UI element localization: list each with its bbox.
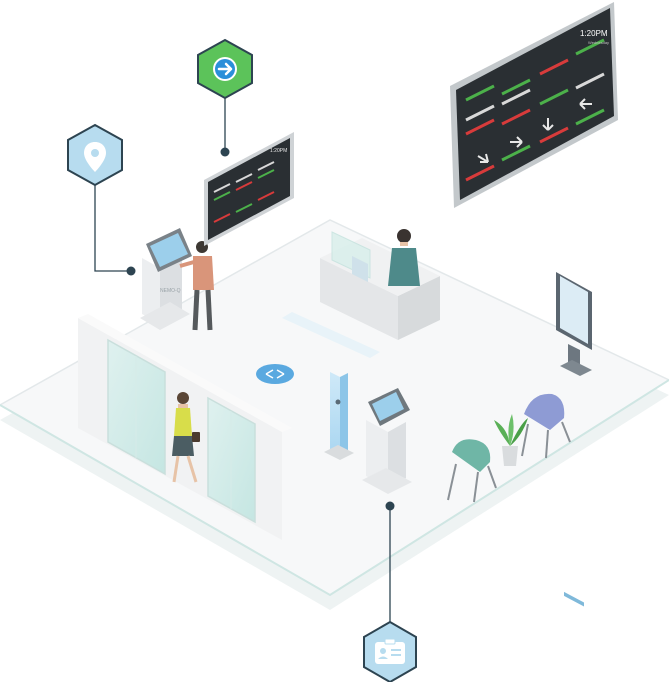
floor-direction-marker: [256, 364, 294, 384]
receptionist: [388, 229, 420, 286]
large-display-clock: 1:20PM: [580, 29, 608, 38]
id-badge-icon: [375, 638, 405, 664]
queue-display-small: 1:20PM: [204, 132, 294, 246]
location-hexagon[interactable]: [67, 123, 123, 187]
self-service-kiosk-left: NEMO-Q: [140, 228, 192, 330]
location-pin-icon: [84, 142, 106, 172]
ticket-dispenser: [324, 372, 354, 460]
direction-hexagon[interactable]: [197, 38, 253, 100]
connector-dot-dispenser: [385, 501, 395, 511]
connector-dot-display: [220, 147, 230, 157]
callout-connectors: [94, 95, 391, 622]
waiting-chair-green: [447, 439, 497, 503]
queue-display-large: 1:20PM Wednesday: [450, 2, 618, 208]
visitor-walking: [172, 392, 200, 483]
id-badge-hexagon[interactable]: [363, 620, 417, 682]
self-service-kiosk-center: [362, 388, 412, 494]
sliding-doors: [107, 338, 256, 524]
connector-dot-kiosk: [126, 266, 136, 276]
waiting-chair-purple: [521, 393, 571, 459]
digital-signage-stand: [556, 272, 592, 607]
arrow-right-icon: [213, 57, 237, 81]
kiosk-brand-label: NEMO-Q: [160, 288, 181, 294]
large-display-day: Wednesday: [588, 40, 609, 45]
floor-strip: [282, 312, 380, 358]
small-display-clock: 1:20PM: [270, 148, 287, 154]
potted-plant: [494, 414, 528, 466]
